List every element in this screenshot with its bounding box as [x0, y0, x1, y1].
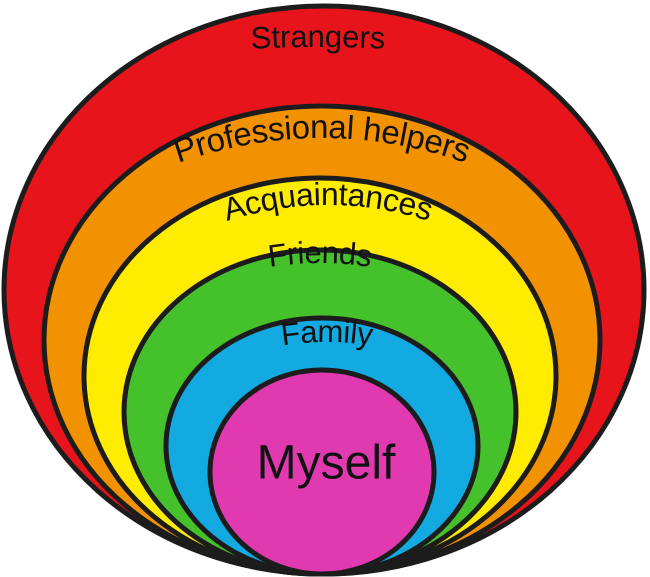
- label-strangers: Strangers: [250, 19, 386, 56]
- label-myself: Myself: [257, 437, 396, 490]
- label-family: Family: [279, 314, 376, 353]
- label-friends: Friends: [266, 235, 374, 274]
- circle-myself: [207, 367, 437, 577]
